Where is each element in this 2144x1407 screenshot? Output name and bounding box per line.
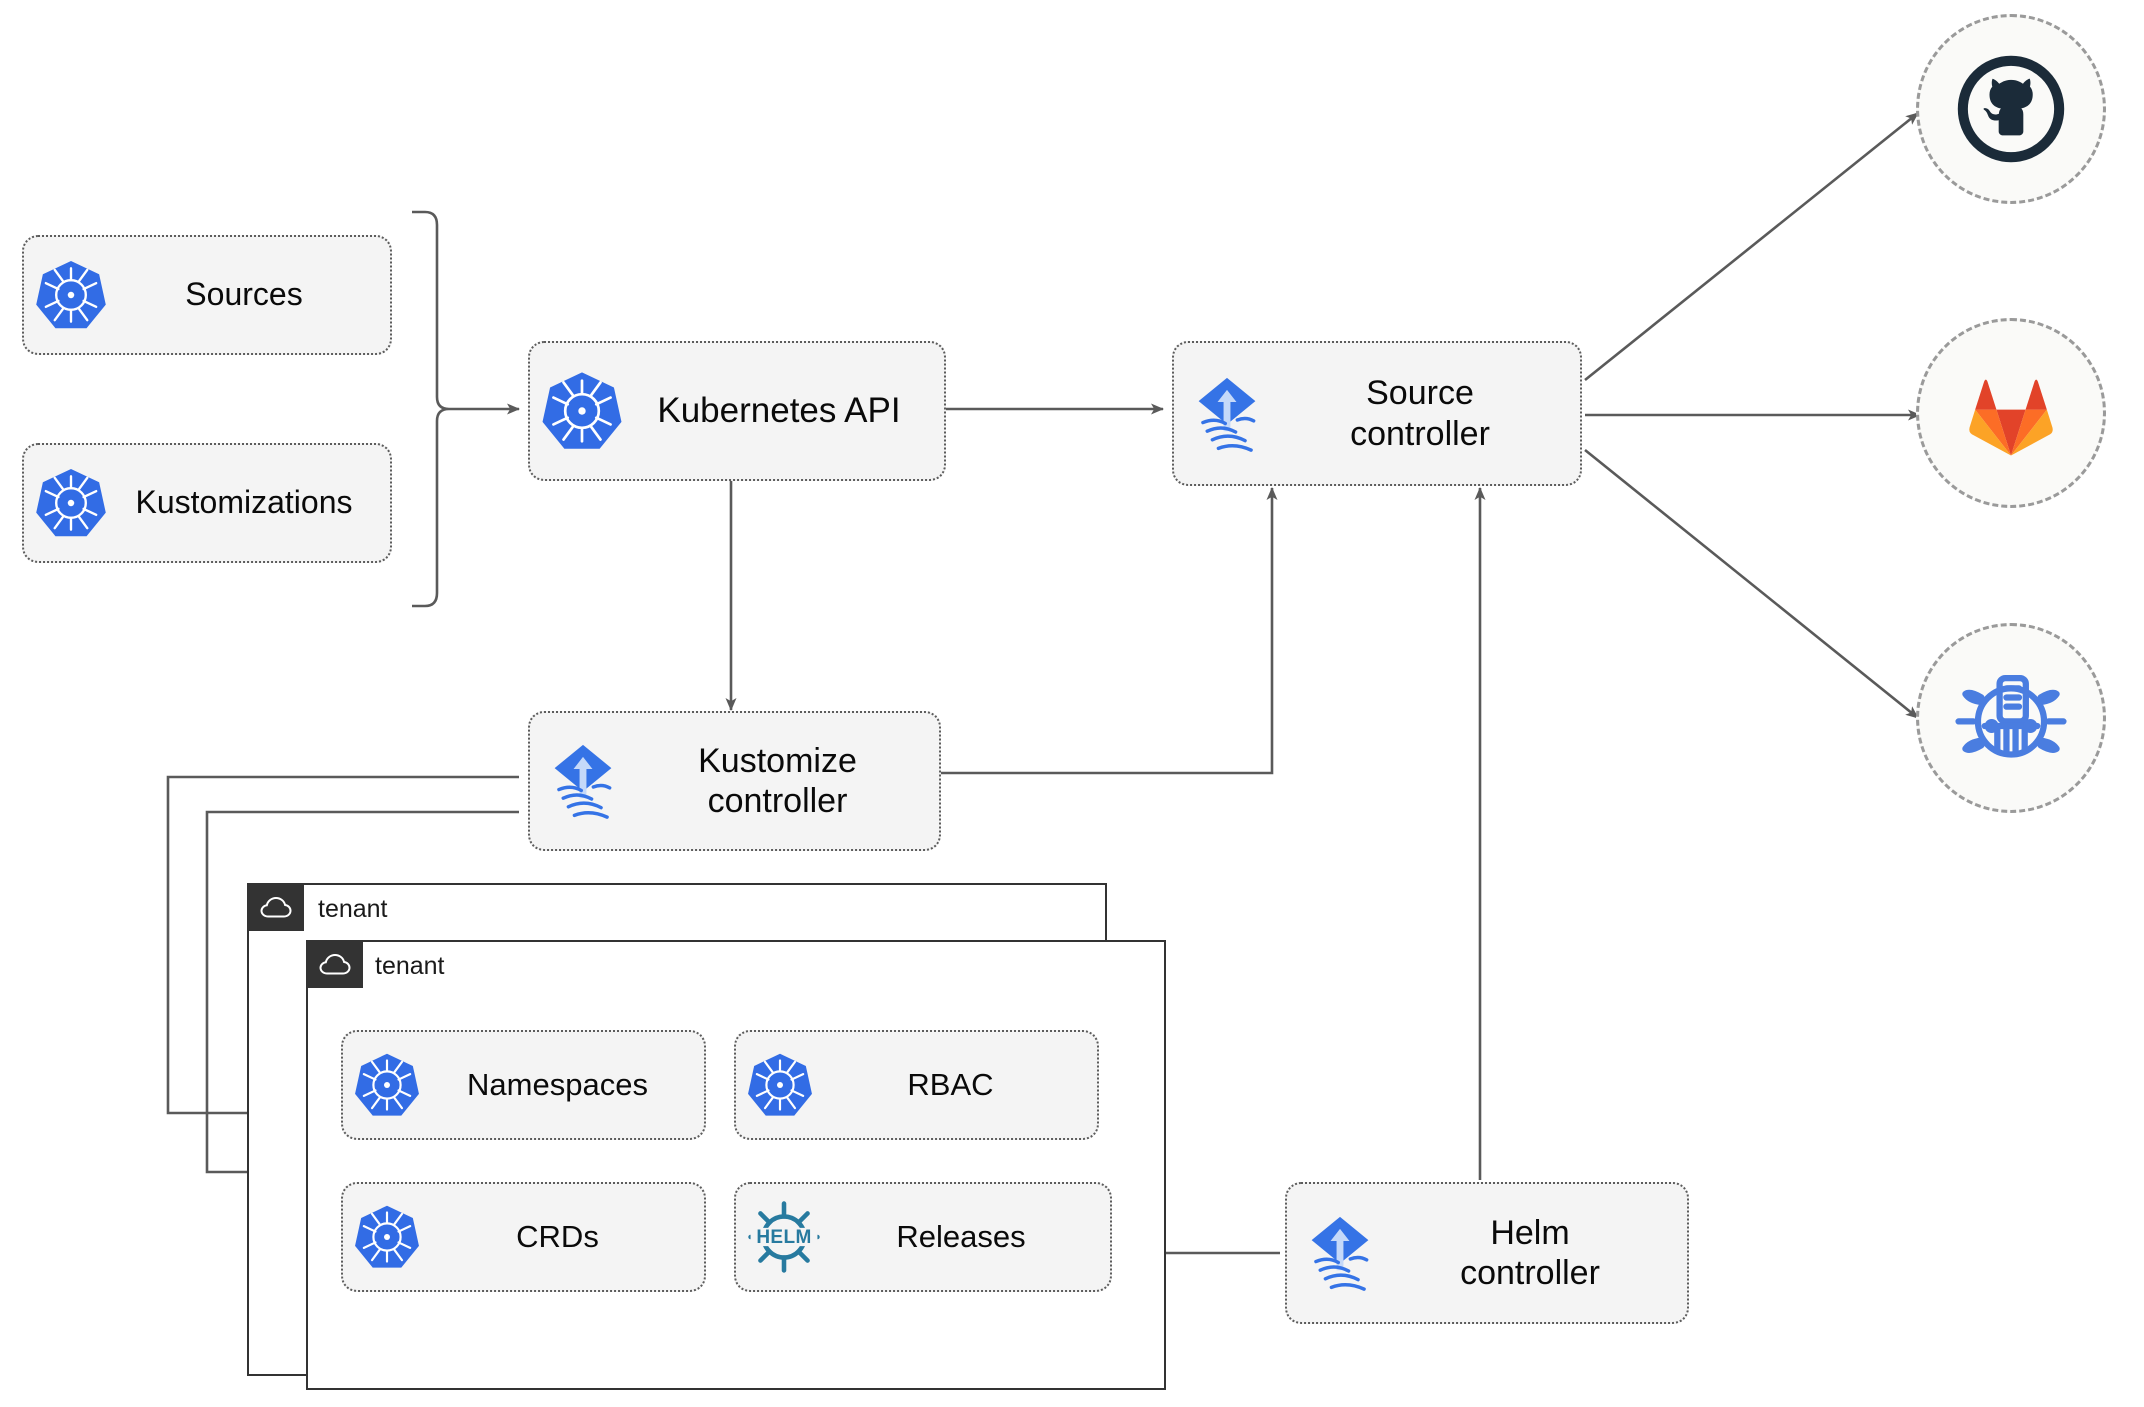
- node-label: Releases: [896, 1218, 1026, 1254]
- node-label: Kustomizations: [135, 484, 353, 521]
- node-label: Sources: [185, 276, 303, 313]
- node-label: Kustomize controller: [698, 741, 857, 820]
- tenant-tab-back: [247, 883, 304, 931]
- node-kustomizations[interactable]: Kustomizations: [22, 443, 392, 563]
- provider-github[interactable]: [1916, 14, 2106, 204]
- kubernetes-icon: [540, 369, 624, 453]
- edge-bracket-resources: [412, 210, 450, 608]
- node-crds[interactable]: CRDs: [341, 1182, 706, 1292]
- kubernetes-icon: [34, 258, 108, 332]
- node-sources[interactable]: Sources: [22, 235, 392, 355]
- node-label: Namespaces: [467, 1066, 648, 1102]
- tenant-container-front[interactable]: [306, 940, 1166, 1390]
- kubernetes-icon: [353, 1203, 421, 1271]
- node-namespaces[interactable]: Namespaces: [341, 1030, 706, 1140]
- cloud-icon: [318, 953, 351, 975]
- node-label: Source controller: [1350, 374, 1490, 453]
- edge-source-to-harbor: [1584, 448, 1919, 720]
- cloud-icon: [259, 896, 292, 918]
- kubernetes-icon: [353, 1051, 421, 1119]
- tenant-label-back: tenant: [318, 895, 388, 923]
- node-label: Helm controller: [1460, 1213, 1600, 1292]
- edge-source-to-github: [1584, 111, 1919, 382]
- gitlab-icon: [1969, 379, 2053, 456]
- node-releases[interactable]: HELM Releases: [734, 1182, 1112, 1292]
- node-label: RBAC: [907, 1066, 994, 1102]
- kubernetes-icon: [746, 1051, 814, 1119]
- tenant-label-front: tenant: [375, 952, 445, 980]
- svg-text:HELM: HELM: [756, 1227, 811, 1248]
- flux-icon: [540, 738, 626, 824]
- node-kubernetes-api[interactable]: Kubernetes API: [528, 341, 946, 481]
- helm-icon: HELM: [746, 1199, 822, 1275]
- github-icon: [1957, 55, 2065, 163]
- node-label: Kubernetes API: [657, 391, 901, 431]
- provider-gitlab[interactable]: [1916, 318, 2106, 508]
- tenant-tab-front: [306, 940, 363, 988]
- node-rbac[interactable]: RBAC: [734, 1030, 1099, 1140]
- harbor-icon: [1955, 674, 2067, 758]
- node-kustomize-controller[interactable]: Kustomize controller: [528, 711, 941, 851]
- node-source-controller[interactable]: Source controller: [1172, 341, 1582, 486]
- kubernetes-icon: [34, 466, 108, 540]
- flux-icon: [1297, 1210, 1383, 1296]
- node-helm-controller[interactable]: Helm controller: [1285, 1182, 1689, 1324]
- edge-kustomize-to-source: [941, 487, 1278, 775]
- provider-harbor[interactable]: [1916, 623, 2106, 813]
- node-label: CRDs: [516, 1218, 599, 1254]
- flux-icon: [1184, 371, 1270, 457]
